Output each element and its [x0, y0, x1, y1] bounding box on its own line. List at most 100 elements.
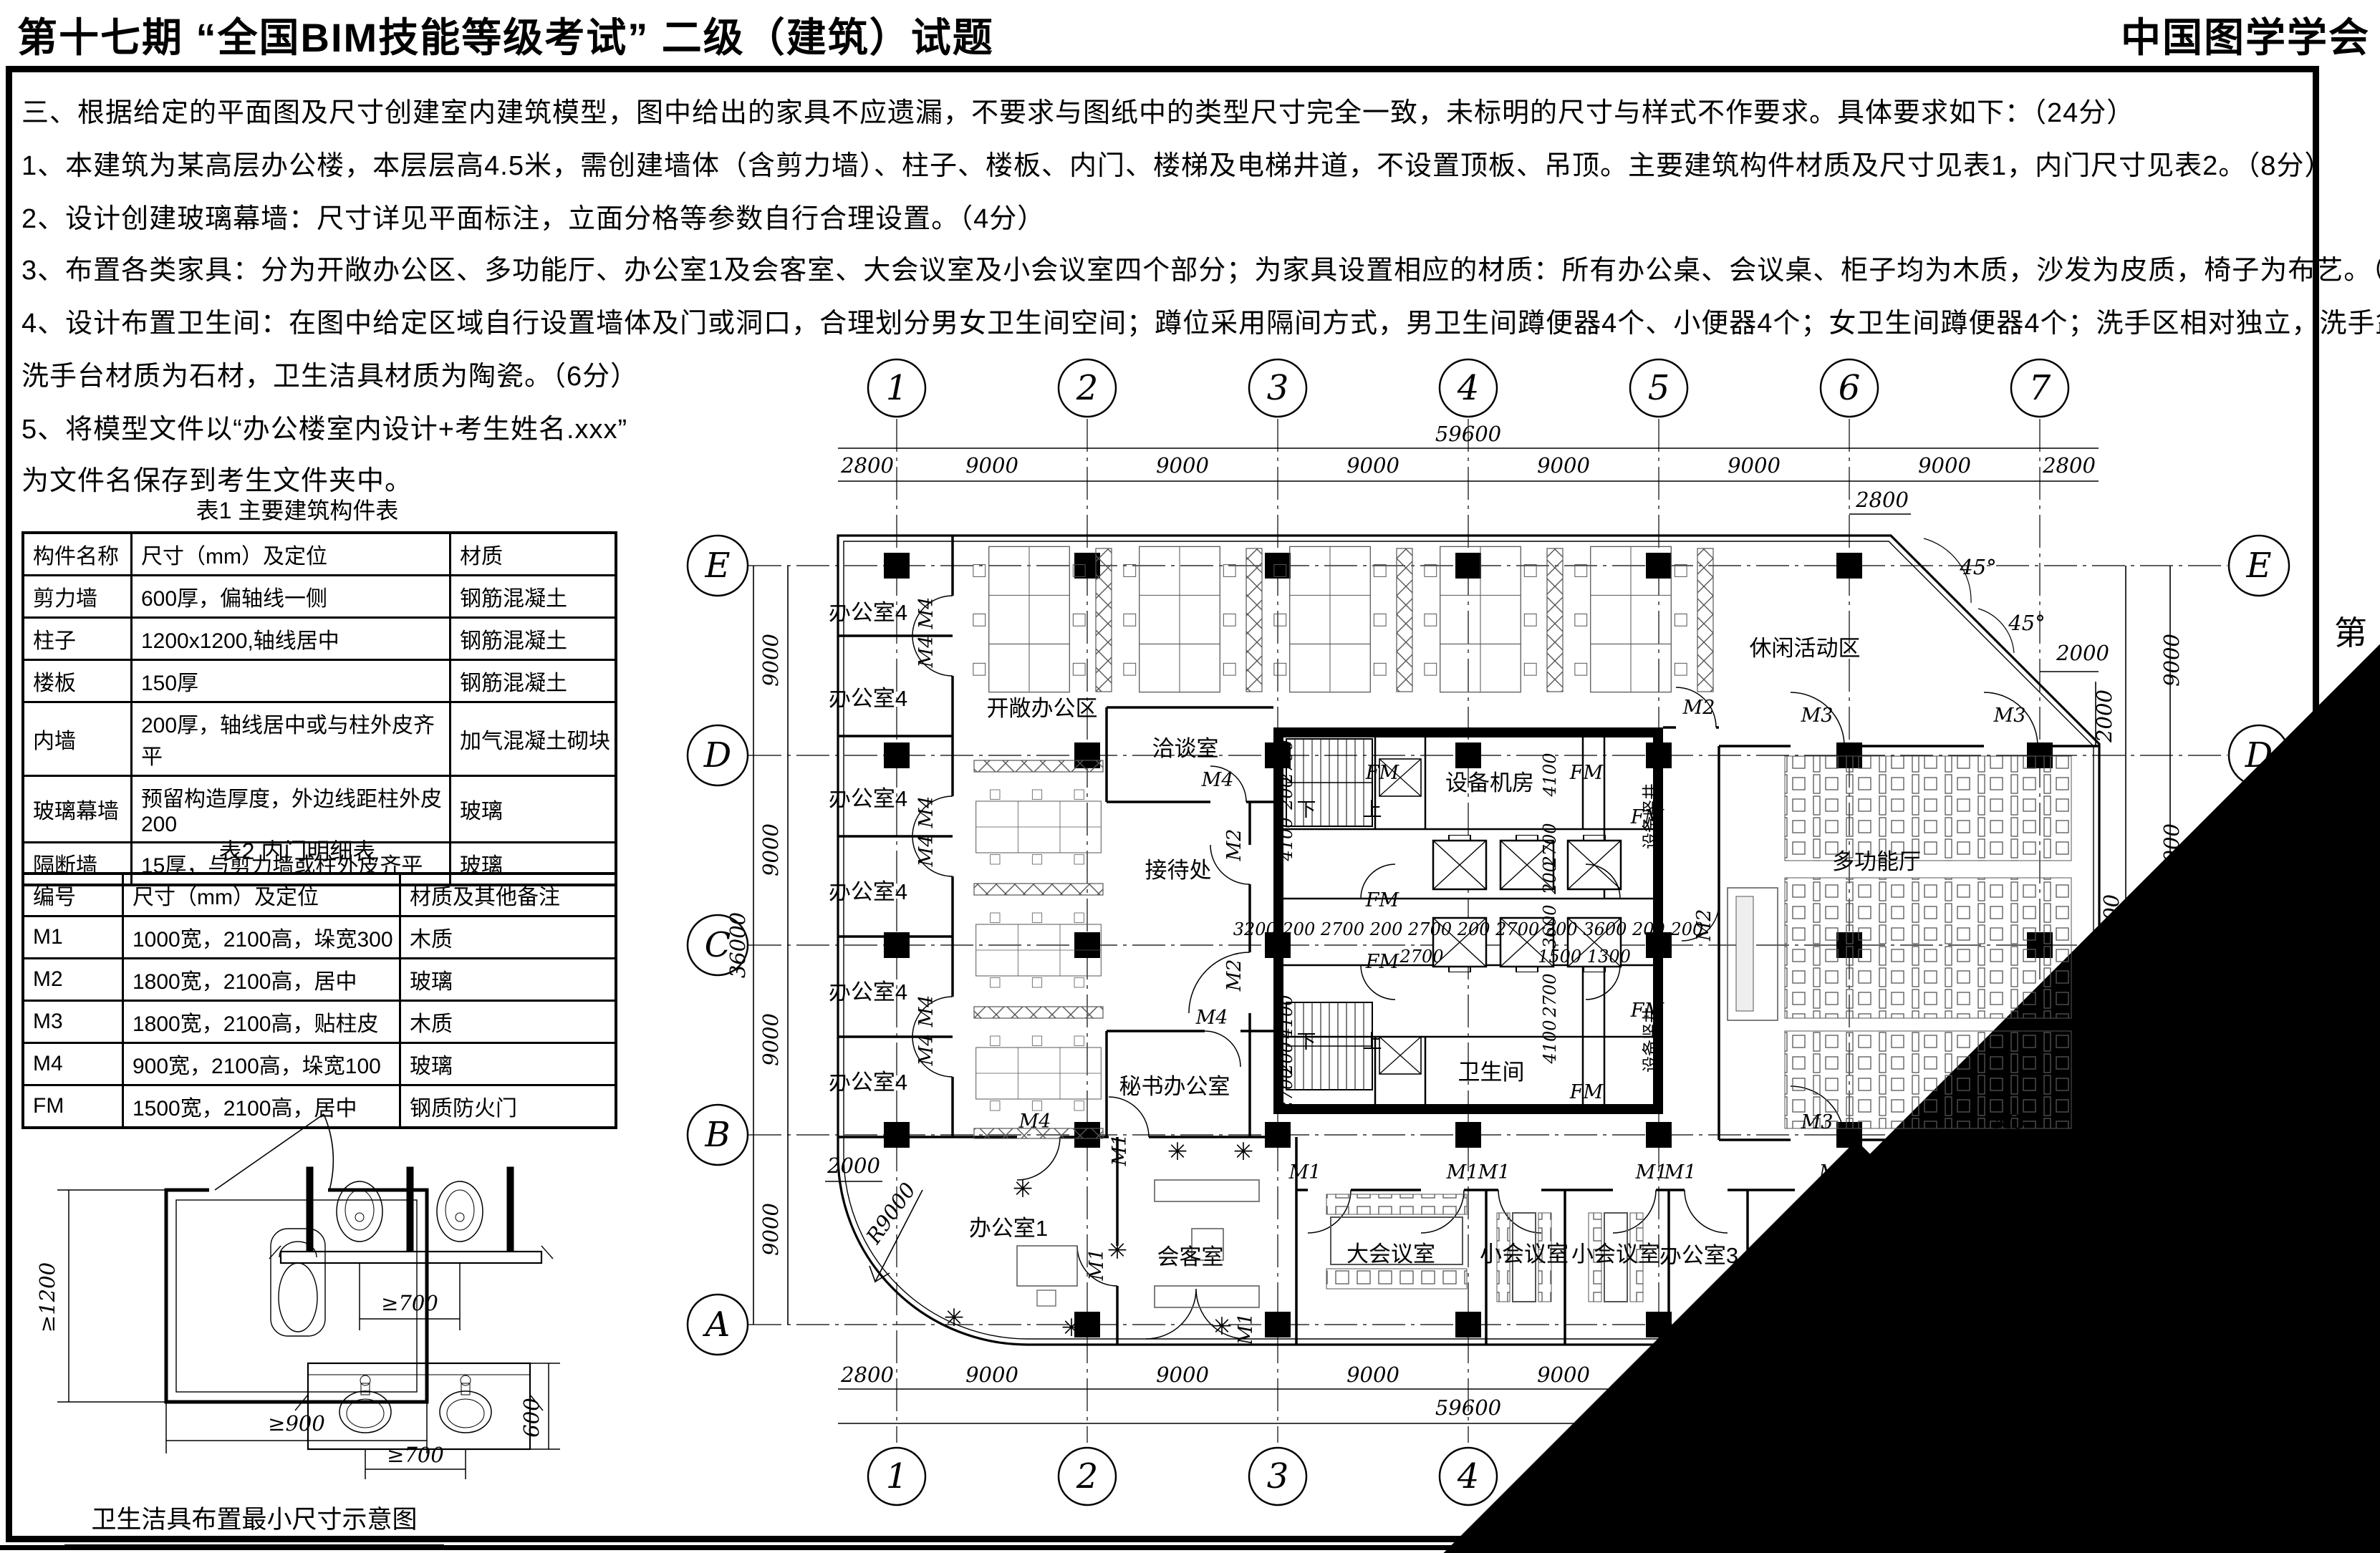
- table2-header-cell: 材质及其他备注: [399, 872, 617, 917]
- shaft-1: 设备竖井: [1641, 783, 1659, 849]
- dimension-lines: [753, 447, 2171, 1424]
- cell: 楼板: [21, 659, 133, 703]
- label: 2700: [1540, 973, 1560, 1017]
- label: M4: [915, 995, 938, 1028]
- cell: FM: [21, 1084, 124, 1129]
- cell: 150厚: [130, 659, 451, 703]
- cell: 木质: [399, 915, 617, 959]
- label: 59600: [1435, 422, 1501, 446]
- label: ✳: [1167, 1138, 1188, 1166]
- label: 4100: [1540, 753, 1560, 797]
- cell: 1800宽，2100高，贴柱皮: [122, 1000, 401, 1044]
- table2-header-cell: 编号: [21, 872, 124, 917]
- cell: 木质: [399, 1000, 617, 1044]
- cell: 内墙: [21, 701, 133, 777]
- label: 36000: [2099, 894, 2124, 960]
- label: FM: [1569, 762, 1604, 784]
- label: 9000: [1728, 453, 1781, 478]
- label: A: [703, 1305, 731, 1345]
- label: M1: [1962, 1161, 1995, 1184]
- label: M2: [1682, 697, 1715, 719]
- cell: 钢质防火门: [399, 1084, 617, 1129]
- cell: 钢筋混凝土: [449, 574, 617, 619]
- label: 9000: [758, 634, 783, 687]
- label: 9000: [2159, 634, 2184, 687]
- label: 6: [1839, 1456, 1861, 1496]
- label: ✳: [944, 1305, 965, 1332]
- label: 2000: [2056, 641, 2109, 665]
- label: 2000: [827, 1153, 880, 1178]
- label: 7: [2029, 368, 2051, 408]
- cell: 1500宽，2100高，居中: [122, 1084, 401, 1129]
- label: 上: [1363, 1031, 1382, 1053]
- label: 2700: [1276, 1068, 1296, 1112]
- cell: 柱子: [21, 616, 133, 661]
- label: 2: [1076, 368, 1099, 408]
- requirement-line-4: 4、设计布置卫生间：在图中给定区域自行设置墙体及门或洞口，合理划分男女卫生间空间…: [21, 309, 2380, 339]
- office3-2: 办公室3: [1763, 1243, 1841, 1268]
- label: ✳: [1233, 1138, 1254, 1166]
- requirement-line-3: 3、布置各类家具：分为开敞办公区、多功能厅、办公室1及会客室、大会议室及小会议室…: [21, 256, 2380, 286]
- label: M4: [1201, 769, 1234, 791]
- requirement-line-7: 为文件名保存到考生文件夹中。: [21, 466, 413, 496]
- label: D: [703, 735, 731, 775]
- label: 2800: [1855, 488, 1909, 512]
- label: C: [705, 925, 731, 965]
- label: M1: [1086, 1249, 1108, 1282]
- core-internals: [1283, 737, 1663, 1104]
- table1-header-cell: 材质: [449, 531, 617, 576]
- label: ≥1200: [35, 1262, 59, 1332]
- table1-caption: 表1 主要建筑构件表: [196, 498, 399, 523]
- curtain-wall-facade: [837, 534, 2101, 1346]
- table2-header-cell: 尺寸（mm）及定位: [122, 872, 401, 917]
- cell: M3: [21, 1000, 124, 1044]
- label: ≥700: [381, 1291, 438, 1315]
- label: M4: [1018, 1111, 1051, 1133]
- label: M3: [1801, 705, 1834, 727]
- cell: 钢筋混凝土: [449, 616, 617, 661]
- label: 2: [1076, 1456, 1099, 1496]
- label: M4: [915, 796, 938, 829]
- requirement-line-1: 1、本建筑为某高层办公楼，本层层高4.5米，需创建墙体（含剪力墙）、柱子、楼板、…: [21, 151, 2333, 181]
- label: 3200 200 2700 200 2700 200 2700 200 3600…: [1233, 919, 1704, 939]
- label: 2800: [840, 1363, 894, 1387]
- sanitary-diagram: [57, 1113, 2380, 1553]
- furniture: [973, 546, 2072, 1308]
- label: D: [2245, 735, 2273, 775]
- cell: 600厚，偏轴线一侧: [130, 574, 451, 619]
- table1-header-cell: 尺寸（mm）及定位: [130, 531, 451, 576]
- label: FM: [1365, 951, 1400, 973]
- bottom-border: [0, 1545, 2380, 1550]
- label: 1: [886, 368, 908, 408]
- office4-5: 办公室4: [829, 979, 907, 1005]
- room-labels: 办公室4办公室4办公室4办公室4办公室4办公室4开敞办公区洽谈室接待处秘书办公室…: [829, 600, 2062, 1269]
- label: 3600: [1540, 904, 1560, 948]
- table2-caption: 表2 内门明细表: [218, 838, 376, 864]
- label: 4100: [1276, 995, 1296, 1039]
- label: 9000: [965, 453, 1018, 478]
- label: A: [2244, 1305, 2272, 1345]
- label: 9000: [1537, 453, 1590, 478]
- label: ✳: [1107, 1237, 1128, 1264]
- label: 3: [1267, 1456, 1289, 1496]
- cell: 1800宽，2100高，居中: [122, 957, 401, 1002]
- label: 7: [2029, 1456, 2051, 1496]
- multifunction-hall: 多功能厅: [1832, 849, 1921, 874]
- radius-leader: [869, 1189, 923, 1283]
- label: 4100: [1276, 817, 1296, 861]
- table1-header-cell: 构件名称: [21, 531, 133, 576]
- cell: 200厚，轴线居中或与柱外皮齐平: [130, 701, 451, 777]
- society-name: 中国图学学会: [2121, 15, 2370, 60]
- label: M3: [1993, 705, 2026, 727]
- label: 9000: [1156, 453, 1209, 478]
- label: B: [2245, 1115, 2271, 1155]
- small-meeting-room-2: 小会议室: [1571, 1242, 1660, 1267]
- label: 600: [519, 1398, 544, 1437]
